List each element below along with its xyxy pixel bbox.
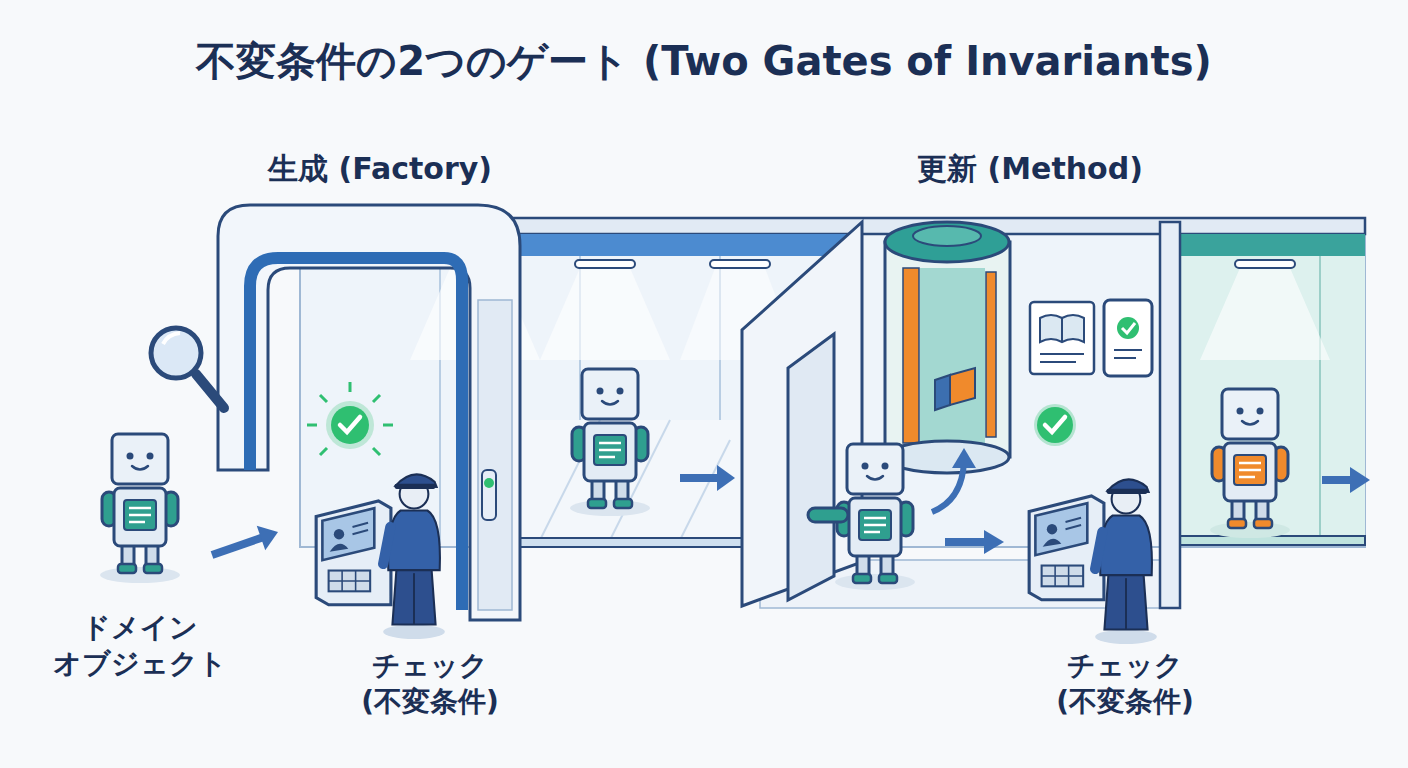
check-badge bbox=[349, 382, 352, 392]
corridor bbox=[575, 260, 635, 268]
check-badge bbox=[1034, 404, 1076, 446]
check-badge bbox=[320, 448, 327, 455]
flow-arrow bbox=[1322, 476, 1352, 484]
tablet-icon bbox=[1104, 300, 1152, 376]
check-badge bbox=[331, 406, 369, 444]
magnifier-icon bbox=[151, 328, 201, 378]
method-gate bbox=[742, 222, 862, 606]
tablet-icon bbox=[1117, 317, 1139, 339]
revolving-door bbox=[885, 222, 1009, 262]
gate-heading: 生成 (Factory) bbox=[250, 150, 510, 188]
tablet-icon bbox=[1114, 349, 1142, 351]
arrow-head bbox=[717, 465, 735, 491]
check-badge bbox=[383, 424, 393, 427]
corridor bbox=[1180, 536, 1365, 545]
flow-arrow bbox=[680, 465, 735, 491]
revolving-door bbox=[885, 242, 1010, 457]
rule-book-icon bbox=[1030, 302, 1094, 374]
tablet-icon bbox=[1114, 357, 1136, 359]
revolving-door bbox=[920, 268, 985, 448]
corridor bbox=[1180, 234, 1365, 256]
guard-figure bbox=[1095, 479, 1157, 644]
check-badge bbox=[340, 417, 360, 432]
robot-figure bbox=[572, 369, 648, 508]
check-badge bbox=[1045, 417, 1065, 432]
flow-arrow bbox=[984, 530, 1004, 554]
check-badge bbox=[1034, 404, 1076, 446]
corridor bbox=[520, 538, 745, 547]
node-label: チェック (不変条件) bbox=[350, 648, 510, 720]
tablet-icon bbox=[1122, 323, 1135, 333]
check-badge bbox=[320, 395, 327, 402]
tablet-icon bbox=[1104, 300, 1152, 376]
method-gate bbox=[788, 334, 834, 600]
rule-book-icon bbox=[1040, 315, 1084, 342]
diagram-title: 不変条件の2つのゲート (Two Gates of Invariants) bbox=[0, 34, 1408, 89]
factory-gate bbox=[478, 300, 512, 610]
magnifier-icon bbox=[196, 374, 224, 408]
corridor bbox=[710, 260, 770, 268]
gate-heading: 更新 (Method) bbox=[900, 150, 1160, 188]
method-gate bbox=[1160, 222, 1180, 608]
checkpoint-kiosk bbox=[1029, 496, 1104, 600]
revolving-door bbox=[986, 272, 996, 437]
flow-arrow bbox=[212, 526, 278, 555]
arrow-shaft bbox=[212, 537, 265, 555]
node-label: ドメイン オブジェクト bbox=[45, 610, 235, 682]
guard-figure bbox=[383, 474, 1157, 644]
checkpoint-kiosk bbox=[316, 501, 391, 605]
flow-arrow bbox=[1350, 467, 1370, 493]
revolving-door bbox=[952, 448, 976, 468]
revolving-door bbox=[903, 268, 919, 443]
flow-arrow bbox=[945, 467, 1370, 554]
factory-gate bbox=[482, 470, 496, 520]
guard-figure bbox=[383, 474, 445, 639]
magnifier-icon bbox=[163, 333, 180, 344]
corridor bbox=[540, 268, 670, 360]
robot-figure bbox=[1212, 389, 1288, 528]
check-badge bbox=[307, 382, 393, 455]
node-region: 生成 (Factory)チェック (不変条件) bbox=[278, 150, 680, 730]
corridor bbox=[1235, 260, 1295, 268]
corridor bbox=[1180, 256, 1365, 540]
revolving-door bbox=[913, 226, 981, 246]
revolving-door bbox=[932, 462, 964, 512]
factory-gate bbox=[484, 478, 494, 488]
factory-gate bbox=[218, 205, 520, 620]
factory-gate bbox=[218, 205, 520, 620]
revolving-door bbox=[935, 375, 950, 410]
flow-arrow bbox=[945, 538, 988, 546]
rule-book-icon bbox=[1030, 302, 1094, 374]
node-label: チェック (不変条件) bbox=[1045, 648, 1205, 720]
magnifier-icon bbox=[151, 328, 224, 408]
robot-figure bbox=[102, 434, 178, 573]
node-region: ドメイン オブジェクト bbox=[60, 420, 212, 710]
arrow-head bbox=[257, 526, 278, 551]
check-badge bbox=[373, 395, 380, 402]
check-badge bbox=[307, 424, 317, 427]
corridor bbox=[1200, 268, 1330, 360]
corridor bbox=[680, 440, 730, 540]
robot-figure bbox=[808, 508, 848, 522]
rule-book-icon bbox=[1040, 353, 1084, 355]
robot-figure bbox=[1210, 522, 1290, 538]
rule-book-icon bbox=[1061, 318, 1063, 342]
arrow-shaft bbox=[680, 474, 721, 482]
robot-figure bbox=[100, 567, 180, 583]
corridor bbox=[1319, 256, 1321, 540]
revolving-door bbox=[950, 368, 975, 405]
rule-book-icon bbox=[1040, 361, 1076, 363]
robot-figure bbox=[570, 500, 650, 516]
robot-figure bbox=[100, 369, 1290, 590]
check-badge bbox=[1037, 407, 1073, 443]
robot-figure bbox=[835, 574, 915, 590]
check-badge bbox=[326, 401, 374, 449]
check-badge bbox=[373, 448, 380, 455]
node-region: 更新 (Method) チェック (不変条件) bbox=[735, 150, 1355, 730]
